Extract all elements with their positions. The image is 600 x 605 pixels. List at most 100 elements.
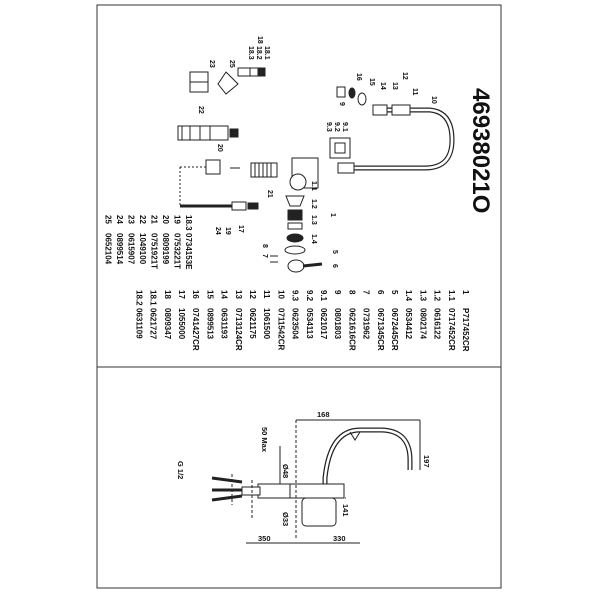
cartridge-1-3 <box>287 222 303 230</box>
parts-row-code: 0621017 <box>319 308 328 340</box>
spray-head-12 <box>391 104 411 116</box>
handle-side <box>301 497 337 527</box>
hose-connector-9-inner <box>334 142 346 154</box>
callout-21: 21 <box>266 190 273 198</box>
callout-1: 1 <box>329 213 336 217</box>
callout-17: 17 <box>237 225 244 233</box>
parts-row-code: 0534113 <box>305 308 314 339</box>
parts-row-code: 0899514 <box>115 233 124 265</box>
callout-13: 13 <box>391 82 398 90</box>
callout-22: 22 <box>197 106 204 114</box>
parts-row-pos: 9 <box>333 290 342 295</box>
handle-6 <box>287 259 305 273</box>
parts-row-code: 0802174 <box>418 308 427 340</box>
cartridge-1-2 <box>287 209 303 221</box>
fitting-20 <box>205 159 221 175</box>
cover-5 <box>284 245 306 255</box>
parts-row-code: P717452CR <box>461 308 470 352</box>
parts-row-code: 0615907 <box>127 233 136 265</box>
parts-row-code: 0711542CR <box>276 308 285 350</box>
dim-g-half: G 1/2 <box>176 461 185 479</box>
callout-11: 11 <box>411 88 418 96</box>
cartridge-cap-1-1 <box>285 195 305 207</box>
callout-labels: 1 1.1 1.2 1.3 1.4 5 6 7 8 9 9.1 9.2 9.3 … <box>197 36 437 268</box>
parts-row-pos: 8 <box>347 290 356 295</box>
assembly-nut <box>229 128 239 138</box>
parts-row-code: 0751921T <box>150 233 159 269</box>
parts-row-code: 0623504 <box>291 308 300 340</box>
hose-outer <box>352 107 455 171</box>
filter-16 <box>336 86 346 98</box>
washer-15 <box>348 87 356 99</box>
callout-18-2: 18.2 <box>255 46 262 60</box>
faucet-body-side <box>257 483 345 499</box>
dim-141: 141 <box>341 504 350 517</box>
parts-row-code: 0731962 <box>362 308 371 340</box>
washer-25 <box>217 71 239 95</box>
parts-row-code: 0671345CR <box>376 308 385 351</box>
dim-d48: Ø48 <box>281 464 290 478</box>
parts-row-pos: 17 <box>177 290 186 299</box>
part-18-1 <box>258 67 266 77</box>
parts-row-code: 0809347 <box>163 308 172 340</box>
callout-1-3: 1.3 <box>310 215 317 225</box>
parts-row-code: 1061500 <box>262 308 271 340</box>
parts-row-code: 1055000 <box>177 308 186 340</box>
parts-row-code: 0734153E <box>184 233 193 270</box>
callout-1-2: 1.2 <box>310 199 317 209</box>
callout-24: 24 <box>214 227 221 235</box>
parts-row-pos: 7 <box>362 290 371 295</box>
callout-9: 9 <box>338 102 345 106</box>
callout-9-1: 9.1 <box>341 122 348 132</box>
dim-330: 330 <box>333 534 346 543</box>
parts-row-pos: 23 <box>127 215 136 224</box>
valve-19 <box>231 201 247 211</box>
parts-row-pos: 1 <box>461 290 470 295</box>
callout-1-1: 1.1 <box>310 181 317 191</box>
parts-row-pos: 18 <box>163 290 172 299</box>
callout-19: 19 <box>224 227 231 235</box>
parts-row-code: 0672445CR <box>390 308 399 351</box>
parts-row-code: 0652104 <box>104 233 113 265</box>
dim-d33: Ø33 <box>281 512 290 526</box>
callout-23: 23 <box>208 60 215 68</box>
parts-row-pos: 24 <box>115 215 124 224</box>
callout-10: 10 <box>430 96 437 104</box>
parts-row-code: 0616122 <box>433 308 442 340</box>
parts-row-code: 0621175 <box>248 308 257 339</box>
parts-row-code: 0621727 <box>149 308 158 340</box>
callout-14: 14 <box>379 82 386 90</box>
parts-row-pos: 18.3 <box>184 215 193 231</box>
parts-row-code: 0801803 <box>333 308 342 340</box>
parts-row-pos: 21 <box>150 215 159 224</box>
parts-row-code: 0631109 <box>134 308 143 339</box>
faucet-body-joint <box>289 173 307 191</box>
callout-18: 18 <box>256 36 263 44</box>
article-number: 46938021О <box>467 88 494 213</box>
parts-row-code: 0713124CR <box>234 308 243 351</box>
parts-row-pos: 9.2 <box>305 290 314 302</box>
callout-7: 7 <box>261 254 268 258</box>
dim-50-max: 50 Max <box>260 427 269 453</box>
callout-9-3: 9.3 <box>325 122 332 132</box>
callout-1-4: 1.4 <box>310 234 317 244</box>
callout-18-1: 18.1 <box>263 46 270 60</box>
seal-14 <box>357 92 367 106</box>
parts-row-pos: 22 <box>138 215 147 224</box>
callout-20: 20 <box>216 144 223 152</box>
exploded-view <box>177 67 455 273</box>
parts-row-pos: 1.3 <box>418 290 427 302</box>
hose-end-fitting <box>337 162 355 174</box>
callout-9-2: 9.2 <box>333 122 340 132</box>
parts-row-code: 0741427CR <box>191 308 200 351</box>
supply-hose-c <box>211 494 243 502</box>
callout-25: 25 <box>228 60 235 68</box>
parts-row-pos: 1.4 <box>404 290 413 302</box>
parts-row-code: 0631193 <box>220 308 229 339</box>
ring-1-4 <box>286 233 304 243</box>
callout-16: 16 <box>355 73 362 81</box>
dim-168: 168 <box>317 410 330 419</box>
dim-197: 197 <box>422 455 431 468</box>
callout-6: 6 <box>331 264 338 268</box>
